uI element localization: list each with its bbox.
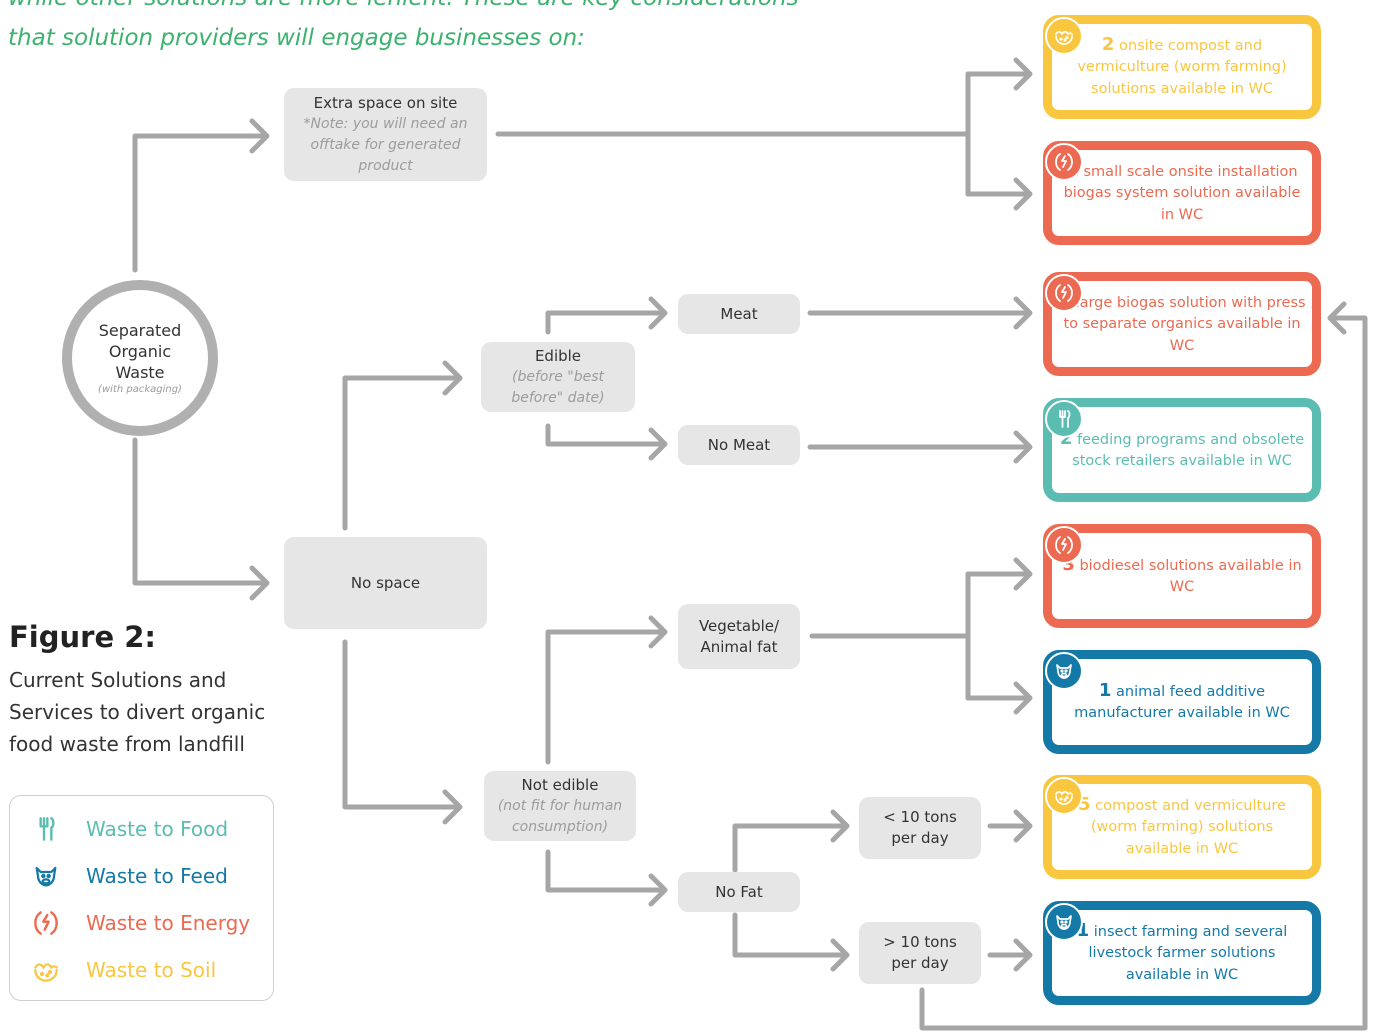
feed-icon — [1045, 652, 1083, 690]
soil-icon — [30, 954, 62, 986]
connector-edible-meat — [545, 310, 666, 335]
food-icon — [30, 813, 62, 845]
node-meat-title: Meat — [720, 304, 758, 323]
solution-text: 1 small scale onsite installation biogas… — [1058, 160, 1306, 227]
legend-item-food: Waste to Food — [30, 813, 228, 845]
soil-icon — [1045, 17, 1083, 55]
solution-compost-vermiculture: 5 compost and vermiculture (worm farming… — [1043, 775, 1321, 879]
solution-description: biodiesel solutions available in WC — [1074, 557, 1302, 596]
solution-text: 5 compost and vermiculture (worm farming… — [1058, 794, 1306, 861]
legend-item-feed: Waste to Feed — [30, 860, 228, 892]
solution-biodiesel: 3 biodiesel solutions available in WC — [1043, 524, 1321, 628]
soil-icon — [1045, 777, 1083, 815]
figure-title: Figure 2: — [9, 620, 156, 654]
solution-description: insect farming and several livestock far… — [1088, 923, 1288, 983]
solution-description: onsite compost and vermiculture (worm fa… — [1077, 37, 1287, 97]
node-not-edible: Not edible (not fit for human consumptio… — [484, 771, 636, 841]
node-edible: Edible (before "best before" date) — [481, 342, 635, 412]
solution-text: 1 animal feed additive manufacturer avai… — [1058, 680, 1306, 725]
node-veg-fat: Vegetable/ Animal fat — [678, 604, 800, 669]
solution-text: 3 biodiesel solutions available in WC — [1058, 554, 1306, 599]
node-not-edible-title: Not edible — [521, 775, 599, 794]
solution-animal-feed-additive: 1 animal feed additive manufacturer avai… — [1043, 650, 1321, 754]
connector-root-extra — [132, 133, 268, 273]
legend-label: Waste to Food — [86, 817, 229, 841]
node-no-space: No space — [284, 537, 487, 629]
root-note: (with packaging) — [98, 383, 182, 395]
connector-nofat-lt10 — [732, 823, 848, 873]
energy-icon — [1045, 526, 1083, 564]
legend-label: Waste to Energy — [86, 911, 251, 935]
legend-label: Waste to Soil — [86, 958, 217, 982]
feed-icon — [1045, 903, 1083, 941]
solution-text: 1 large biogas solution with press to se… — [1058, 291, 1306, 358]
connector-notedible-nofat — [545, 849, 666, 893]
solution-text: 2 feeding programs and obsolete stock re… — [1058, 428, 1306, 473]
energy-icon — [30, 907, 62, 939]
solution-description: animal feed additive manufacturer availa… — [1074, 683, 1290, 722]
solution-small-biogas: 1 small scale onsite installation biogas… — [1043, 141, 1321, 245]
node-no-space-title: No space — [350, 573, 421, 592]
solution-text: 1 insect farming and several livestock f… — [1058, 920, 1306, 987]
energy-icon — [1045, 143, 1083, 181]
legend-label: Waste to Feed — [86, 864, 228, 888]
connector-notedible-vegfat — [545, 629, 666, 765]
solution-description: large biogas solution with press to sepa… — [1063, 294, 1306, 354]
node-veg-fat-title: Vegetable/ Animal fat — [698, 616, 780, 656]
connector-gt10-loop — [919, 315, 1368, 1031]
node-no-fat: No Fat — [678, 872, 800, 912]
root-separated-organic-waste: Separated Organic Waste (with packaging) — [62, 280, 218, 436]
feed-icon — [30, 860, 62, 892]
intro-text: while other solutions are more lenient. … — [8, 0, 799, 51]
connector-root-nospace — [132, 437, 268, 586]
solution-onsite-compost: 2 onsite compost and vermiculture (worm … — [1043, 15, 1321, 119]
solution-insect-farming: 1 insect farming and several livestock f… — [1043, 901, 1321, 1005]
root-title: Separated Organic Waste — [98, 320, 182, 382]
solution-description: compost and vermiculture (worm farming) … — [1090, 797, 1286, 857]
node-edible-title: Edible — [534, 346, 582, 365]
node-no-fat-title: No Fat — [715, 882, 763, 901]
node-not-edible-note: (not fit for human consumption) — [497, 797, 623, 835]
legend: Waste to Food Waste to Feed Waste to Ene… — [9, 795, 274, 1001]
solution-description: small scale onsite installation biogas s… — [1063, 163, 1301, 223]
node-extra-space-title: Extra space on site — [313, 93, 458, 112]
solution-count: 1 — [1098, 679, 1112, 701]
solution-count: 2 — [1101, 33, 1115, 55]
legend-item-energy: Waste to Energy — [30, 907, 250, 939]
node-extra-space-note: *Note: you will need an offtake for gene… — [303, 115, 468, 174]
arrowhead — [249, 565, 270, 601]
node-lt10-title: < 10 tons per day — [883, 808, 957, 847]
connector-nospace-edible — [342, 375, 461, 531]
connector-nospace-notedible — [342, 639, 461, 810]
node-no-meat-title: No Meat — [707, 435, 771, 454]
connector-edible-nomeat — [545, 423, 666, 447]
solution-feeding-programs: 2 feeding programs and obsolete stock re… — [1043, 398, 1321, 502]
food-icon — [1045, 400, 1083, 438]
energy-icon — [1045, 274, 1083, 312]
solution-text: 2 onsite compost and vermiculture (worm … — [1058, 34, 1306, 101]
node-gt10: > 10 tons per day — [859, 922, 981, 984]
node-gt10-title: > 10 tons per day — [883, 933, 957, 972]
node-extra-space: Extra space on site *Note: you will need… — [284, 88, 487, 181]
legend-item-soil: Waste to Soil — [30, 954, 216, 986]
node-no-meat: No Meat — [678, 425, 800, 465]
figure-caption: Current Solutions and Services to divert… — [9, 668, 266, 756]
solution-description: feeding programs and obsolete stock reta… — [1072, 431, 1305, 470]
node-edible-note: (before "best before" date) — [511, 368, 605, 406]
node-meat: Meat — [678, 294, 800, 334]
node-lt10: < 10 tons per day — [859, 797, 981, 859]
connector-nofat-gt10 — [732, 912, 848, 958]
solution-large-biogas: 1 large biogas solution with press to se… — [1043, 272, 1321, 376]
arrowhead — [249, 118, 270, 154]
